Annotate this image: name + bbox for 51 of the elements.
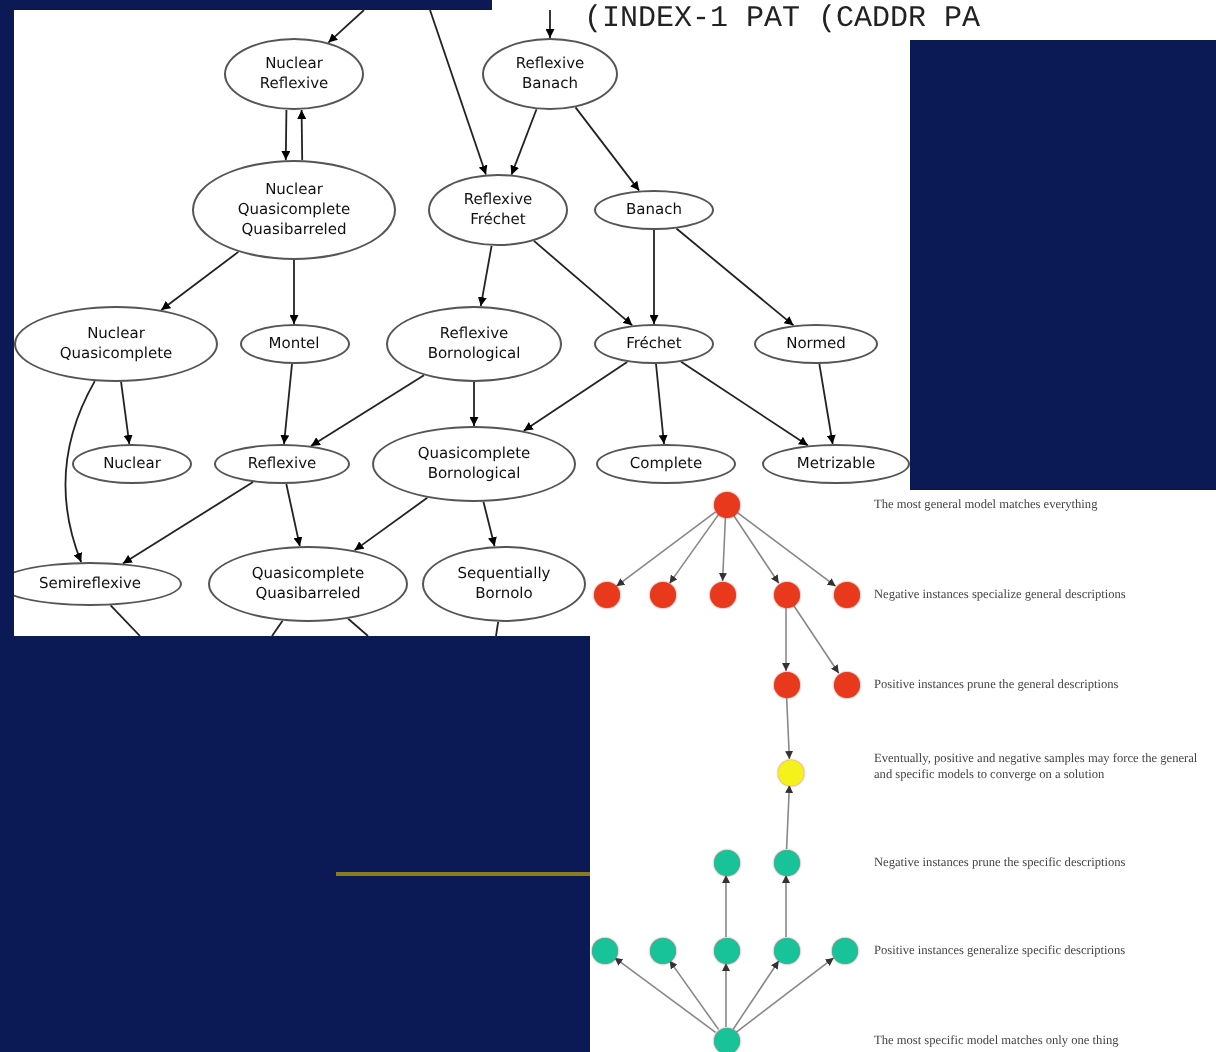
arrow xyxy=(680,360,809,447)
ellipse-node xyxy=(754,324,878,364)
ellipse-node xyxy=(14,306,218,382)
arrow xyxy=(668,959,720,1031)
arrow xyxy=(718,516,727,582)
arrow xyxy=(782,874,790,938)
ellipse-node xyxy=(594,190,714,230)
arrow xyxy=(353,496,429,552)
arrow xyxy=(533,240,634,327)
arrow xyxy=(510,108,538,176)
arrow xyxy=(649,229,659,325)
arrow xyxy=(482,500,497,548)
arrow xyxy=(120,381,133,445)
code-text: (INDEX-1 PAT (CADDR PA xyxy=(584,2,981,36)
arrow xyxy=(545,10,555,39)
arrow xyxy=(668,513,720,585)
arrow xyxy=(327,10,365,44)
arrow xyxy=(64,380,96,563)
arrow xyxy=(297,109,307,161)
arrow xyxy=(785,784,794,850)
arrow xyxy=(522,361,629,432)
arrow xyxy=(722,962,730,1028)
arrow xyxy=(782,606,790,672)
arrow xyxy=(310,374,425,447)
arrow xyxy=(121,481,254,565)
arrow xyxy=(722,874,730,938)
arrow xyxy=(785,696,794,760)
arrow xyxy=(732,960,780,1030)
arrow xyxy=(818,363,836,445)
ellipse-node xyxy=(72,444,192,484)
arrow xyxy=(285,483,303,548)
arrow xyxy=(429,10,488,176)
arrow xyxy=(732,514,780,584)
arrow xyxy=(655,363,668,445)
arrow xyxy=(289,259,299,325)
arrow xyxy=(613,956,717,1034)
arrow xyxy=(574,106,641,192)
ellipse-node xyxy=(594,324,714,364)
arrow xyxy=(280,363,293,445)
arrow xyxy=(615,511,717,587)
ellipse-node xyxy=(239,324,349,364)
arrow xyxy=(469,381,479,427)
arrow xyxy=(160,251,240,311)
ellipse-node xyxy=(762,444,910,484)
ellipse-node xyxy=(14,562,182,606)
arrow xyxy=(792,604,840,674)
arrow xyxy=(281,109,291,161)
arrow xyxy=(477,244,493,307)
arrow xyxy=(675,227,795,327)
arrow xyxy=(735,957,835,1033)
arrow xyxy=(735,511,837,587)
